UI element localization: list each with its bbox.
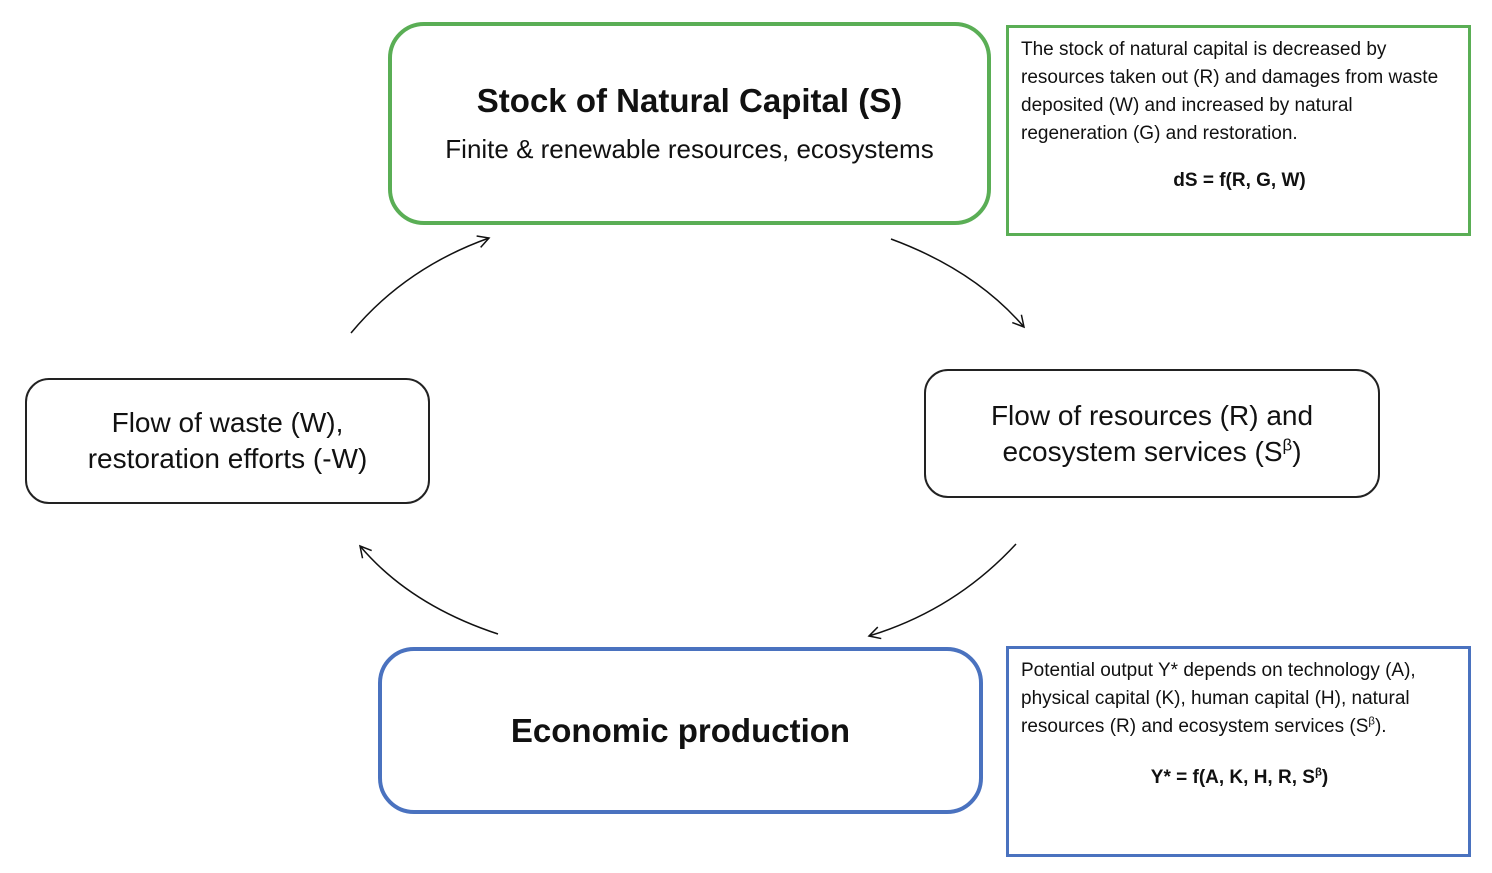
flow-resources-line1: Flow of resources (R) and bbox=[990, 399, 1314, 431]
arrow-waste-to-stock bbox=[350, 235, 491, 334]
stock-title: Stock of Natural Capital (S) bbox=[476, 82, 903, 119]
production-title: Economic production bbox=[510, 711, 851, 749]
flow-waste-line2: restoration efforts (-W) bbox=[87, 443, 368, 474]
arrow-stock-to-resources bbox=[890, 238, 1026, 329]
stock-formula: dS = f(R, G, W) bbox=[1173, 170, 1306, 191]
flow-waste-line1: Flow of waste (W), bbox=[111, 407, 344, 438]
flow-resources-line2: ecosystem services (Sβ) bbox=[1002, 435, 1302, 467]
economic-production-box: Economic production bbox=[378, 647, 983, 814]
arrow-resources-to-production bbox=[867, 543, 1017, 640]
stock-note-text: The stock of natural capital is decrease… bbox=[1021, 39, 1439, 144]
production-note-text: Potential output Y* depends on technolog… bbox=[1021, 660, 1416, 737]
stock-of-natural-capital-box: Stock of Natural Capital (S) Finite & re… bbox=[388, 22, 991, 225]
stock-note-box: The stock of natural capital is decrease… bbox=[1006, 25, 1471, 236]
arrow-production-to-waste bbox=[358, 544, 499, 635]
flow-waste-text: Flow of waste (W), restoration efforts (… bbox=[88, 405, 368, 477]
flow-of-waste-box: Flow of waste (W), restoration efforts (… bbox=[25, 378, 430, 504]
production-formula: Y* = f(A, K, H, R, Sβ) bbox=[1150, 766, 1329, 788]
stock-subtitle: Finite & renewable resources, ecosystems bbox=[445, 134, 934, 164]
flow-of-resources-box: Flow of resources (R) and ecosystem serv… bbox=[924, 369, 1380, 498]
production-note-box: Potential output Y* depends on technolog… bbox=[1006, 646, 1471, 857]
flow-resources-text: Flow of resources (R) and ecosystem serv… bbox=[991, 398, 1313, 470]
